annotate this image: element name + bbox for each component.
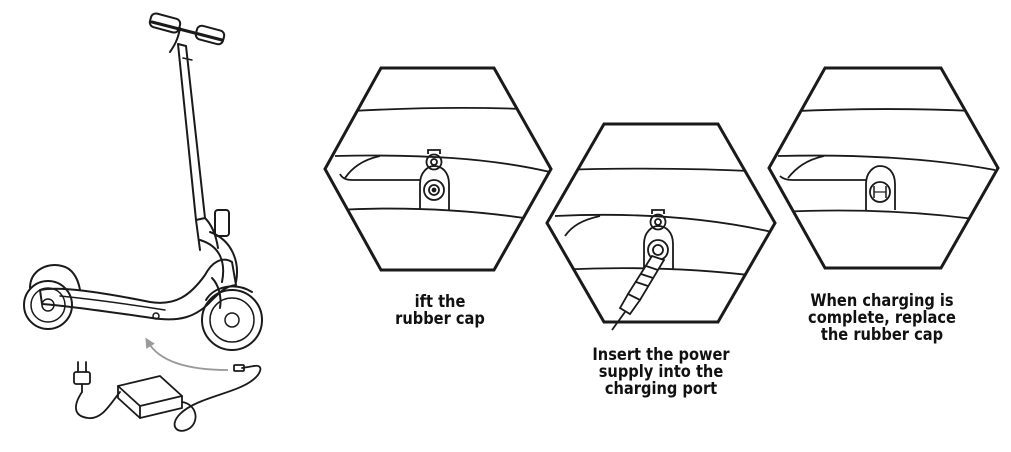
connection-arrow: [145, 337, 229, 371]
deck: [39, 258, 237, 321]
scooter-illustration: [23, 12, 263, 351]
step-1-caption: ift the rubber cap: [395, 292, 485, 329]
front-fork: [199, 231, 238, 309]
front-wheel: [201, 285, 263, 351]
step-2-hexagon: [545, 122, 777, 331]
step-3-caption: When charging is complete, replace the r…: [808, 291, 956, 345]
step-1-hexagon: [323, 66, 553, 272]
charger-illustration: [73, 361, 262, 432]
charging-port-open: [419, 149, 450, 210]
steering-stem: [177, 43, 230, 251]
charger-connector-icon: [611, 254, 666, 331]
rubber-cap-icon: [649, 209, 667, 231]
charger-cable: [75, 364, 262, 432]
charging-port-plugged: [611, 209, 674, 331]
charging-port-closed: [865, 165, 896, 210]
rubber-cap-icon: [425, 149, 443, 171]
step-2-caption: Insert the power supply into the chargin…: [592, 345, 730, 399]
handlebar: [148, 12, 226, 53]
step-3-hexagon: [767, 66, 1000, 270]
power-plug: [73, 361, 91, 393]
rear-wheel: [23, 264, 81, 330]
power-brick: [117, 375, 183, 419]
